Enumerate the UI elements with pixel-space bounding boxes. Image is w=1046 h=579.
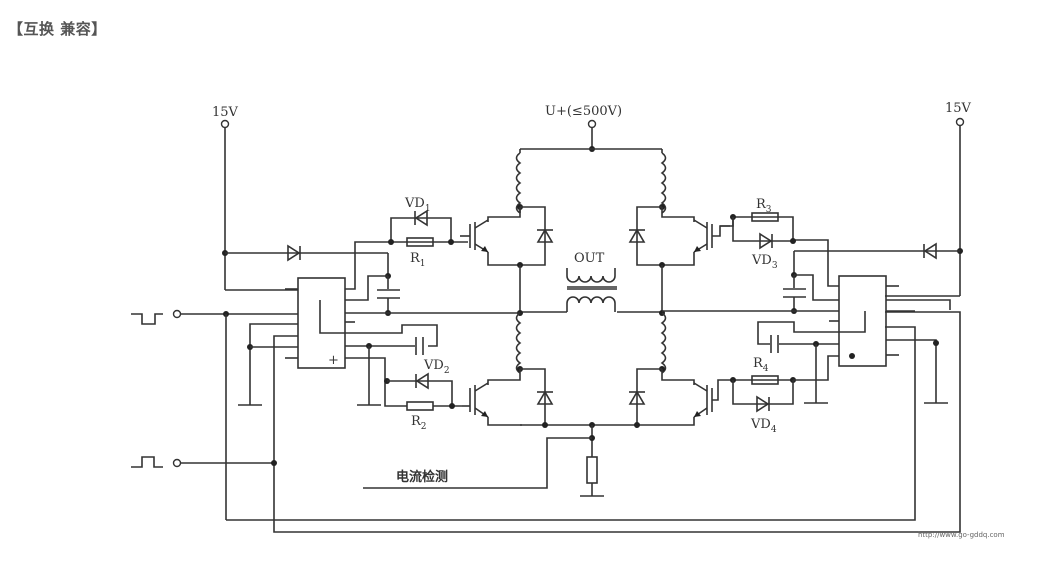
inductor-top-right bbox=[659, 149, 667, 214]
transformer-label: OUT bbox=[574, 251, 605, 266]
right-supply-label: 15V bbox=[945, 101, 972, 116]
input-terminal-2[interactable] bbox=[172, 458, 182, 468]
top-supply-terminal: U+(≤500V) bbox=[545, 104, 622, 152]
wire-right-ic-loop bbox=[226, 326, 916, 521]
igbt-lower-left bbox=[462, 369, 522, 426]
igbt-lower-right bbox=[661, 369, 732, 426]
wire-c4-right bbox=[757, 311, 866, 345]
vd1-label: VD1 bbox=[404, 196, 431, 214]
input-terminal-1[interactable] bbox=[172, 309, 182, 319]
freewheel-diode-lower-left bbox=[520, 368, 554, 425]
r1-label: R1 bbox=[410, 251, 426, 269]
bootstrap-wire-right bbox=[794, 274, 839, 301]
right-15v-terminal: 15V bbox=[885, 101, 972, 297]
capacitor-lower-right bbox=[770, 335, 839, 404]
bootstrap-diode-right bbox=[791, 242, 960, 278]
r3-vd3-network: R3 VD3 bbox=[720, 197, 796, 271]
vd4-label: VD4 bbox=[750, 417, 777, 435]
wire-left-ic-gnd bbox=[249, 323, 298, 405]
driver-ic-left: + bbox=[285, 277, 355, 369]
r4-label: R4 bbox=[753, 356, 769, 374]
driver-ic-right bbox=[829, 275, 899, 367]
vd2-r2-network: R2 bbox=[345, 357, 462, 432]
wire-right-ic-out bbox=[886, 299, 951, 310]
left-supply-label: 15V bbox=[212, 105, 239, 120]
current-sense-wire bbox=[363, 437, 592, 489]
input-signal-low bbox=[131, 309, 298, 520]
input-signal-high bbox=[131, 456, 277, 468]
ic-plus-marker: + bbox=[328, 353, 339, 368]
output-transformer: OUT bbox=[520, 251, 662, 313]
page-heading: 【互换 兼容】 bbox=[8, 20, 107, 38]
bootstrap-diode-left bbox=[225, 244, 391, 279]
left-15v-terminal: 15V bbox=[212, 105, 239, 290]
gate-drive-wire-upper-right bbox=[793, 239, 839, 287]
inductor-bottom-left bbox=[515, 312, 523, 374]
gate-drive-wire-upper-left bbox=[345, 241, 468, 290]
bootstrap-wire-left bbox=[345, 275, 388, 301]
r2-label: R2 bbox=[411, 414, 427, 432]
vd3-label: VD3 bbox=[751, 253, 778, 271]
igbt-upper-right bbox=[661, 207, 730, 266]
wire-left-ic-loop bbox=[273, 311, 961, 533]
capacitor-lower-left bbox=[345, 337, 424, 406]
igbt-upper-left bbox=[460, 207, 521, 266]
top-supply-label: U+(≤500V) bbox=[545, 104, 622, 119]
wire-c2-left bbox=[319, 300, 438, 347]
freewheel-diode-upper-right bbox=[628, 206, 665, 268]
inductor-bottom-right bbox=[659, 312, 667, 374]
freewheel-diode-upper-left bbox=[517, 206, 554, 268]
bootstrap-capacitor-right bbox=[783, 275, 806, 314]
bootstrap-capacitor-left bbox=[377, 276, 400, 316]
inductor-top-left bbox=[515, 149, 523, 214]
r4-vd4-network: R4 VD4 bbox=[730, 355, 839, 435]
vd2-label: VD2 bbox=[423, 358, 450, 376]
freewheel-diode-lower-right bbox=[628, 368, 662, 425]
wire-right-ic-gnd bbox=[886, 339, 937, 403]
current-sense-label: 电流检测 bbox=[396, 469, 448, 485]
watermark: http://www.go-gddq.com bbox=[918, 531, 1005, 539]
r3-label: R3 bbox=[756, 197, 772, 215]
shunt-resistor bbox=[520, 422, 662, 497]
vd1-r1-network: VD1 R1 bbox=[388, 196, 454, 269]
